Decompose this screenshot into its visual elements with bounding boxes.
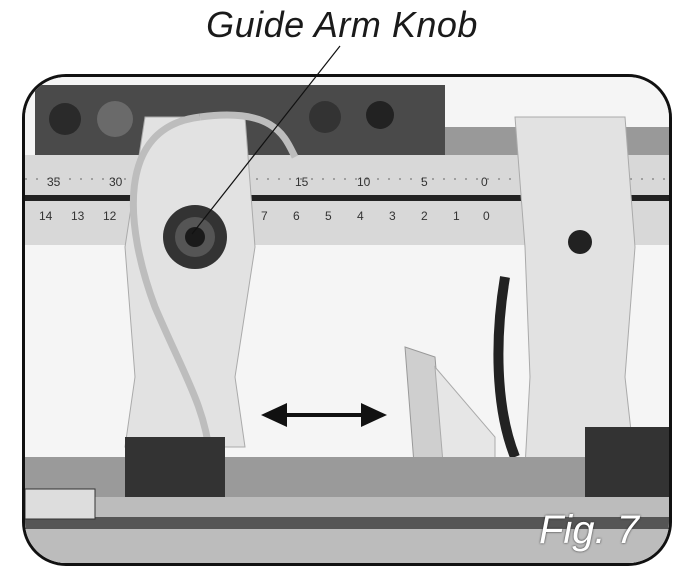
scale-bottom-label: 0 bbox=[483, 209, 490, 223]
scale-top-label: 30 bbox=[109, 175, 123, 189]
figure-title: Guide Arm Knob bbox=[206, 4, 478, 45]
scale-bottom-label: 4 bbox=[357, 209, 364, 223]
photo-illustration bbox=[25, 77, 669, 563]
scale-bottom-label: 14 bbox=[39, 209, 53, 223]
panel-dial-2 bbox=[97, 101, 133, 137]
scale-bottom-label: 1 bbox=[453, 209, 460, 223]
right-guide-arm bbox=[514, 116, 636, 468]
scale-line bbox=[25, 195, 669, 201]
scale-top-label: 0 bbox=[481, 175, 488, 189]
movement-double-arrow bbox=[261, 403, 387, 427]
panel-dial-left bbox=[49, 103, 81, 135]
clamp-block-left bbox=[125, 437, 225, 507]
scale-top-label: 5 bbox=[421, 175, 428, 189]
scale-bottom-label: 2 bbox=[421, 209, 428, 223]
coolant-hose bbox=[129, 113, 214, 458]
figure-label: Fig. 7 bbox=[538, 508, 639, 552]
panel-dial-3 bbox=[309, 101, 341, 133]
scale-bottom-label: 7 bbox=[261, 209, 268, 223]
machine-base bbox=[25, 457, 669, 497]
clamp-block-right bbox=[585, 427, 669, 507]
scale-top-label: 15 bbox=[295, 175, 309, 189]
scale-bottom-label: 3 bbox=[389, 209, 396, 223]
scale-bottom-label: 13 bbox=[71, 209, 85, 223]
scale-bottom-label: 12 bbox=[103, 209, 117, 223]
scale-top-label: 35 bbox=[47, 175, 61, 189]
scale-top-label: 10 bbox=[357, 175, 371, 189]
machine-photo: 35 30 15 10 5 0 14 13 12 7 6 5 4 3 2 1 0… bbox=[22, 74, 672, 566]
scale-bottom-label: 6 bbox=[293, 209, 300, 223]
panel-dial-4 bbox=[366, 101, 394, 129]
scale-bottom-label: 5 bbox=[325, 209, 332, 223]
right-post-button bbox=[568, 230, 592, 254]
